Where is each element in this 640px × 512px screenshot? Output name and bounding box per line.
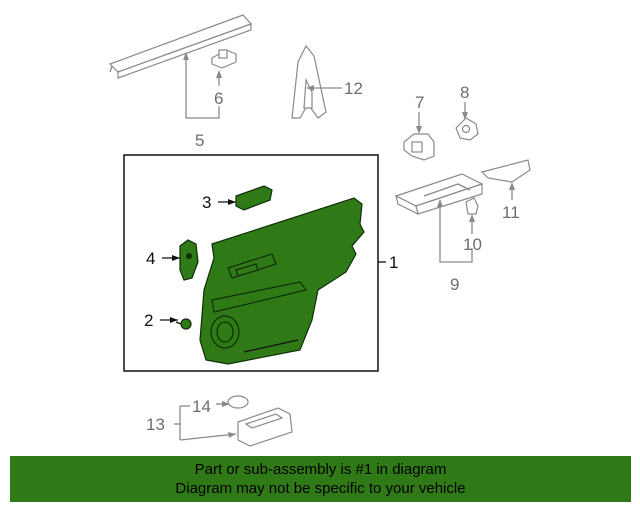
vehicle-fit-banner: Part or sub-assembly is #1 in diagram Di… bbox=[10, 456, 631, 502]
callout-7: 7 bbox=[415, 93, 424, 112]
callout-6-leader bbox=[216, 70, 222, 86]
callout-4-leader bbox=[162, 255, 180, 261]
callout-14: 14 bbox=[192, 397, 211, 416]
callout-6: 6 bbox=[214, 89, 223, 108]
callout-2: 2 bbox=[144, 311, 153, 330]
callout-5-leader bbox=[183, 52, 220, 119]
part-10-clip[interactable] bbox=[465, 197, 479, 215]
callout-8: 8 bbox=[460, 83, 469, 102]
callout-3-leader bbox=[218, 199, 236, 205]
callout-11: 11 bbox=[502, 203, 520, 222]
part-6-clip[interactable] bbox=[211, 49, 237, 69]
part-11-armrest-pad[interactable] bbox=[480, 159, 531, 183]
callout-8-leader bbox=[462, 102, 468, 120]
part-12-frame-garnish[interactable] bbox=[291, 44, 327, 119]
callout-1: 1 bbox=[389, 253, 398, 272]
part-4-inside-handle[interactable] bbox=[179, 239, 199, 281]
callout-12: 12 bbox=[344, 79, 363, 98]
banner-line-2: Diagram may not be specific to your vehi… bbox=[175, 480, 466, 497]
part-1-door-trim-panel[interactable] bbox=[199, 197, 365, 365]
callout-13-14-leader bbox=[174, 401, 237, 441]
part-5-belt-molding[interactable] bbox=[108, 14, 253, 79]
part-9-armrest-base[interactable] bbox=[394, 173, 484, 216]
callout-10: 10 bbox=[463, 235, 482, 254]
callout-5: 5 bbox=[195, 131, 204, 150]
assembly-box bbox=[123, 154, 379, 372]
callout-9-leader bbox=[437, 199, 473, 263]
callout-10-leader bbox=[469, 214, 475, 234]
callout-13: 13 bbox=[146, 415, 165, 434]
part-7-bracket[interactable] bbox=[403, 133, 435, 161]
part-14-bulb[interactable] bbox=[227, 395, 249, 409]
callout-3: 3 bbox=[202, 193, 211, 212]
callout-9: 9 bbox=[450, 275, 459, 294]
part-2-screw[interactable] bbox=[175, 318, 192, 330]
callout-12-leader bbox=[306, 85, 342, 91]
banner-line-1: Part or sub-assembly is #1 in diagram bbox=[194, 461, 447, 478]
callout-2-leader bbox=[160, 317, 178, 323]
part-13-courtesy-lamp[interactable] bbox=[237, 407, 293, 447]
part-8-clip[interactable] bbox=[455, 117, 479, 141]
callout-7-leader bbox=[416, 112, 422, 134]
part-3-handle-cover[interactable] bbox=[235, 185, 273, 211]
callout-11-leader bbox=[509, 182, 515, 200]
callout-4: 4 bbox=[146, 249, 155, 268]
